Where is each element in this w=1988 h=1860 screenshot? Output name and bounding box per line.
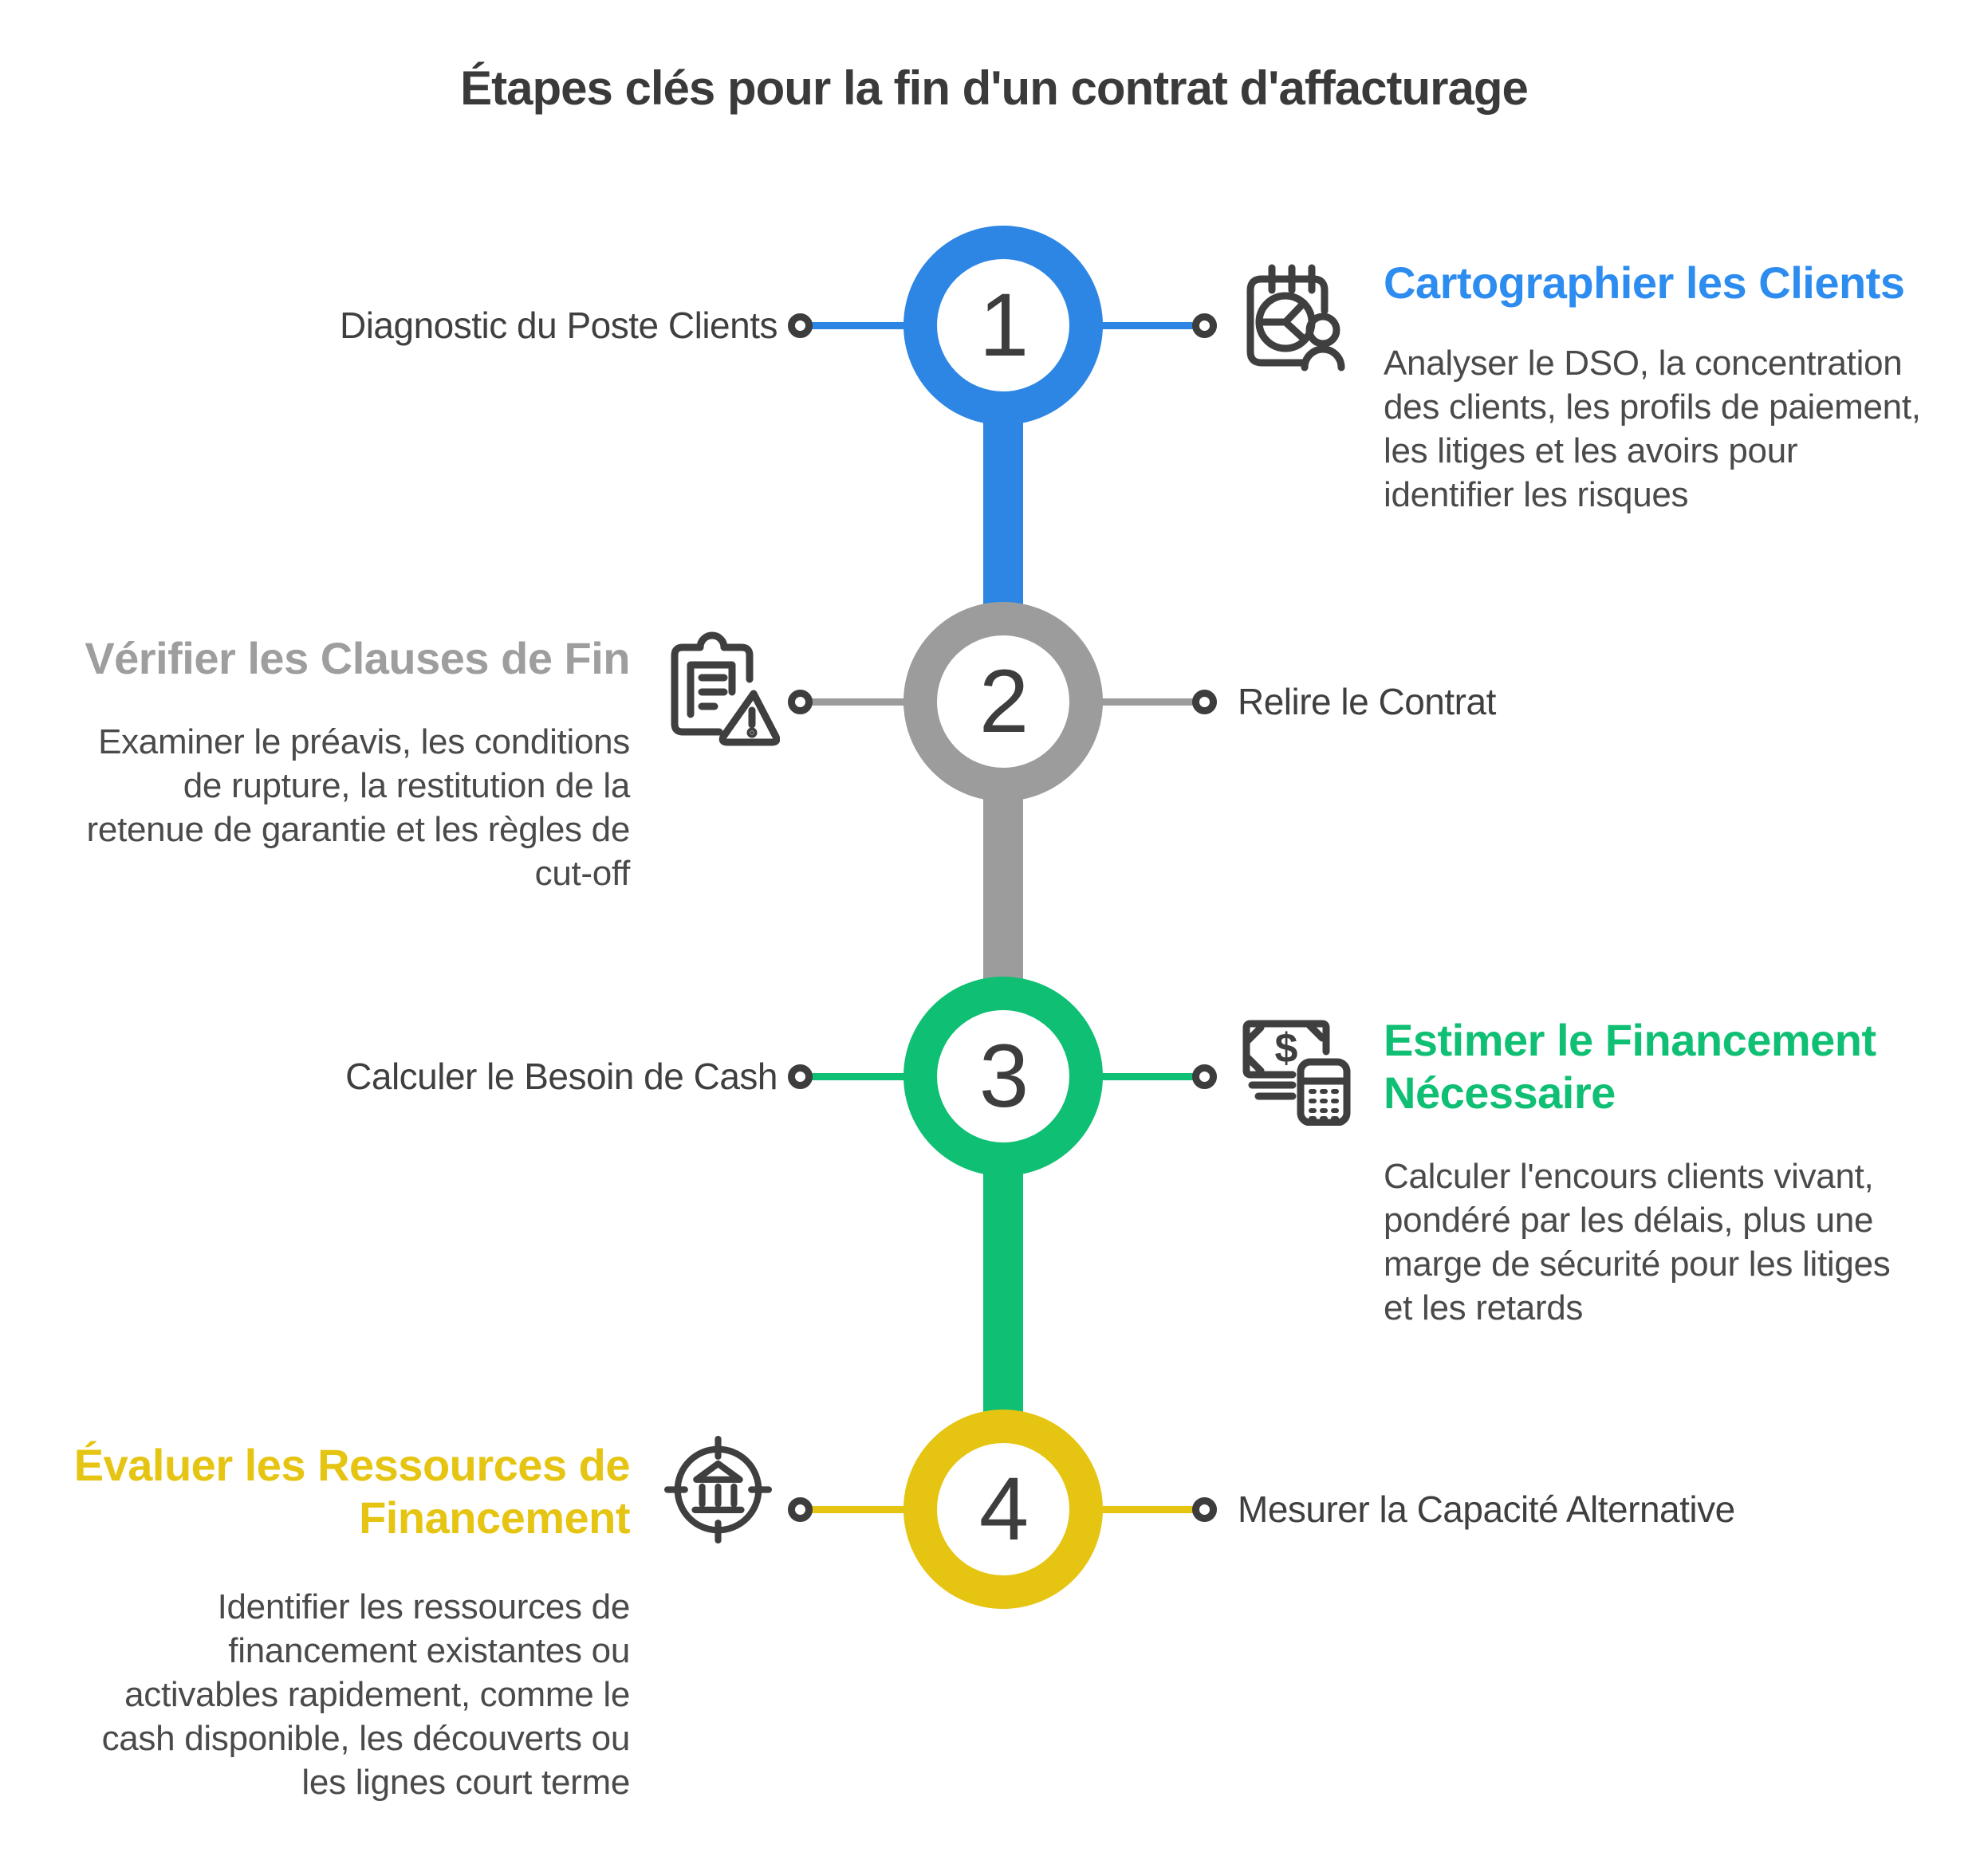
step2-number: 2: [978, 651, 1029, 751]
step3-description: Calculer l'encours clients vivant, pondé…: [1384, 1157, 1891, 1327]
step2-right-label: Relire le Contrat: [1238, 681, 1496, 722]
step4-right-node: [1192, 1497, 1217, 1522]
step3-circle: 3: [903, 977, 1103, 1176]
step2-right-node: [1192, 690, 1217, 714]
step4-right-label: Mesurer la Capacité Alternative: [1238, 1488, 1735, 1530]
step3-heading: Estimer le Financement Nécessaire: [1384, 1015, 1876, 1118]
step4-left-line: [800, 1506, 1003, 1513]
page-title: Étapes clés pour la fin d'un contrat d'a…: [460, 61, 1529, 116]
step3-right-line: [1003, 1073, 1204, 1080]
step1-right-line: [1003, 322, 1204, 329]
step4-description: Identifier les ressources de financement…: [101, 1587, 631, 1802]
step1-left-node: [788, 313, 813, 338]
step3-number: 3: [978, 1026, 1029, 1126]
step4-heading: Évaluer les Ressources de Financement: [73, 1440, 631, 1543]
step1-description: Analyser le DSO, la concentration des cl…: [1384, 344, 1921, 514]
step3-left-label: Calculer le Besoin de Cash: [345, 1056, 777, 1097]
step2-left-line: [800, 698, 1003, 706]
step3-left-node: [788, 1064, 813, 1089]
svg-text:$: $: [1275, 1025, 1298, 1072]
step2-circle: 2: [903, 602, 1103, 801]
step1-number: 1: [978, 275, 1029, 375]
bank-target-icon: [660, 1432, 776, 1547]
step1-circle: 1: [903, 226, 1103, 425]
step3-left-line: [800, 1073, 1003, 1080]
step2-right-line: [1003, 698, 1204, 706]
step3-right-node: [1192, 1064, 1217, 1089]
step1-right-node: [1192, 313, 1217, 338]
step2-heading: Vérifier les Clauses de Fin: [85, 633, 630, 683]
clipboard-warning-icon: [652, 620, 780, 748]
step4-circle: 4: [903, 1410, 1103, 1609]
step4-right-line: [1003, 1506, 1204, 1513]
step4-left-node: [788, 1497, 813, 1522]
step1-heading: Cartographier les Clients: [1384, 258, 1905, 308]
step1-left-line: [800, 322, 1003, 329]
cash-calculator-icon: $: [1226, 998, 1354, 1126]
step2-left-node: [788, 690, 813, 714]
step4-number: 4: [978, 1459, 1029, 1559]
step1-left-label: Diagnostic du Poste Clients: [339, 305, 778, 346]
step2-description: Examiner le préavis, les conditions de r…: [86, 722, 631, 893]
calendar-pie-person-icon: [1228, 254, 1356, 381]
